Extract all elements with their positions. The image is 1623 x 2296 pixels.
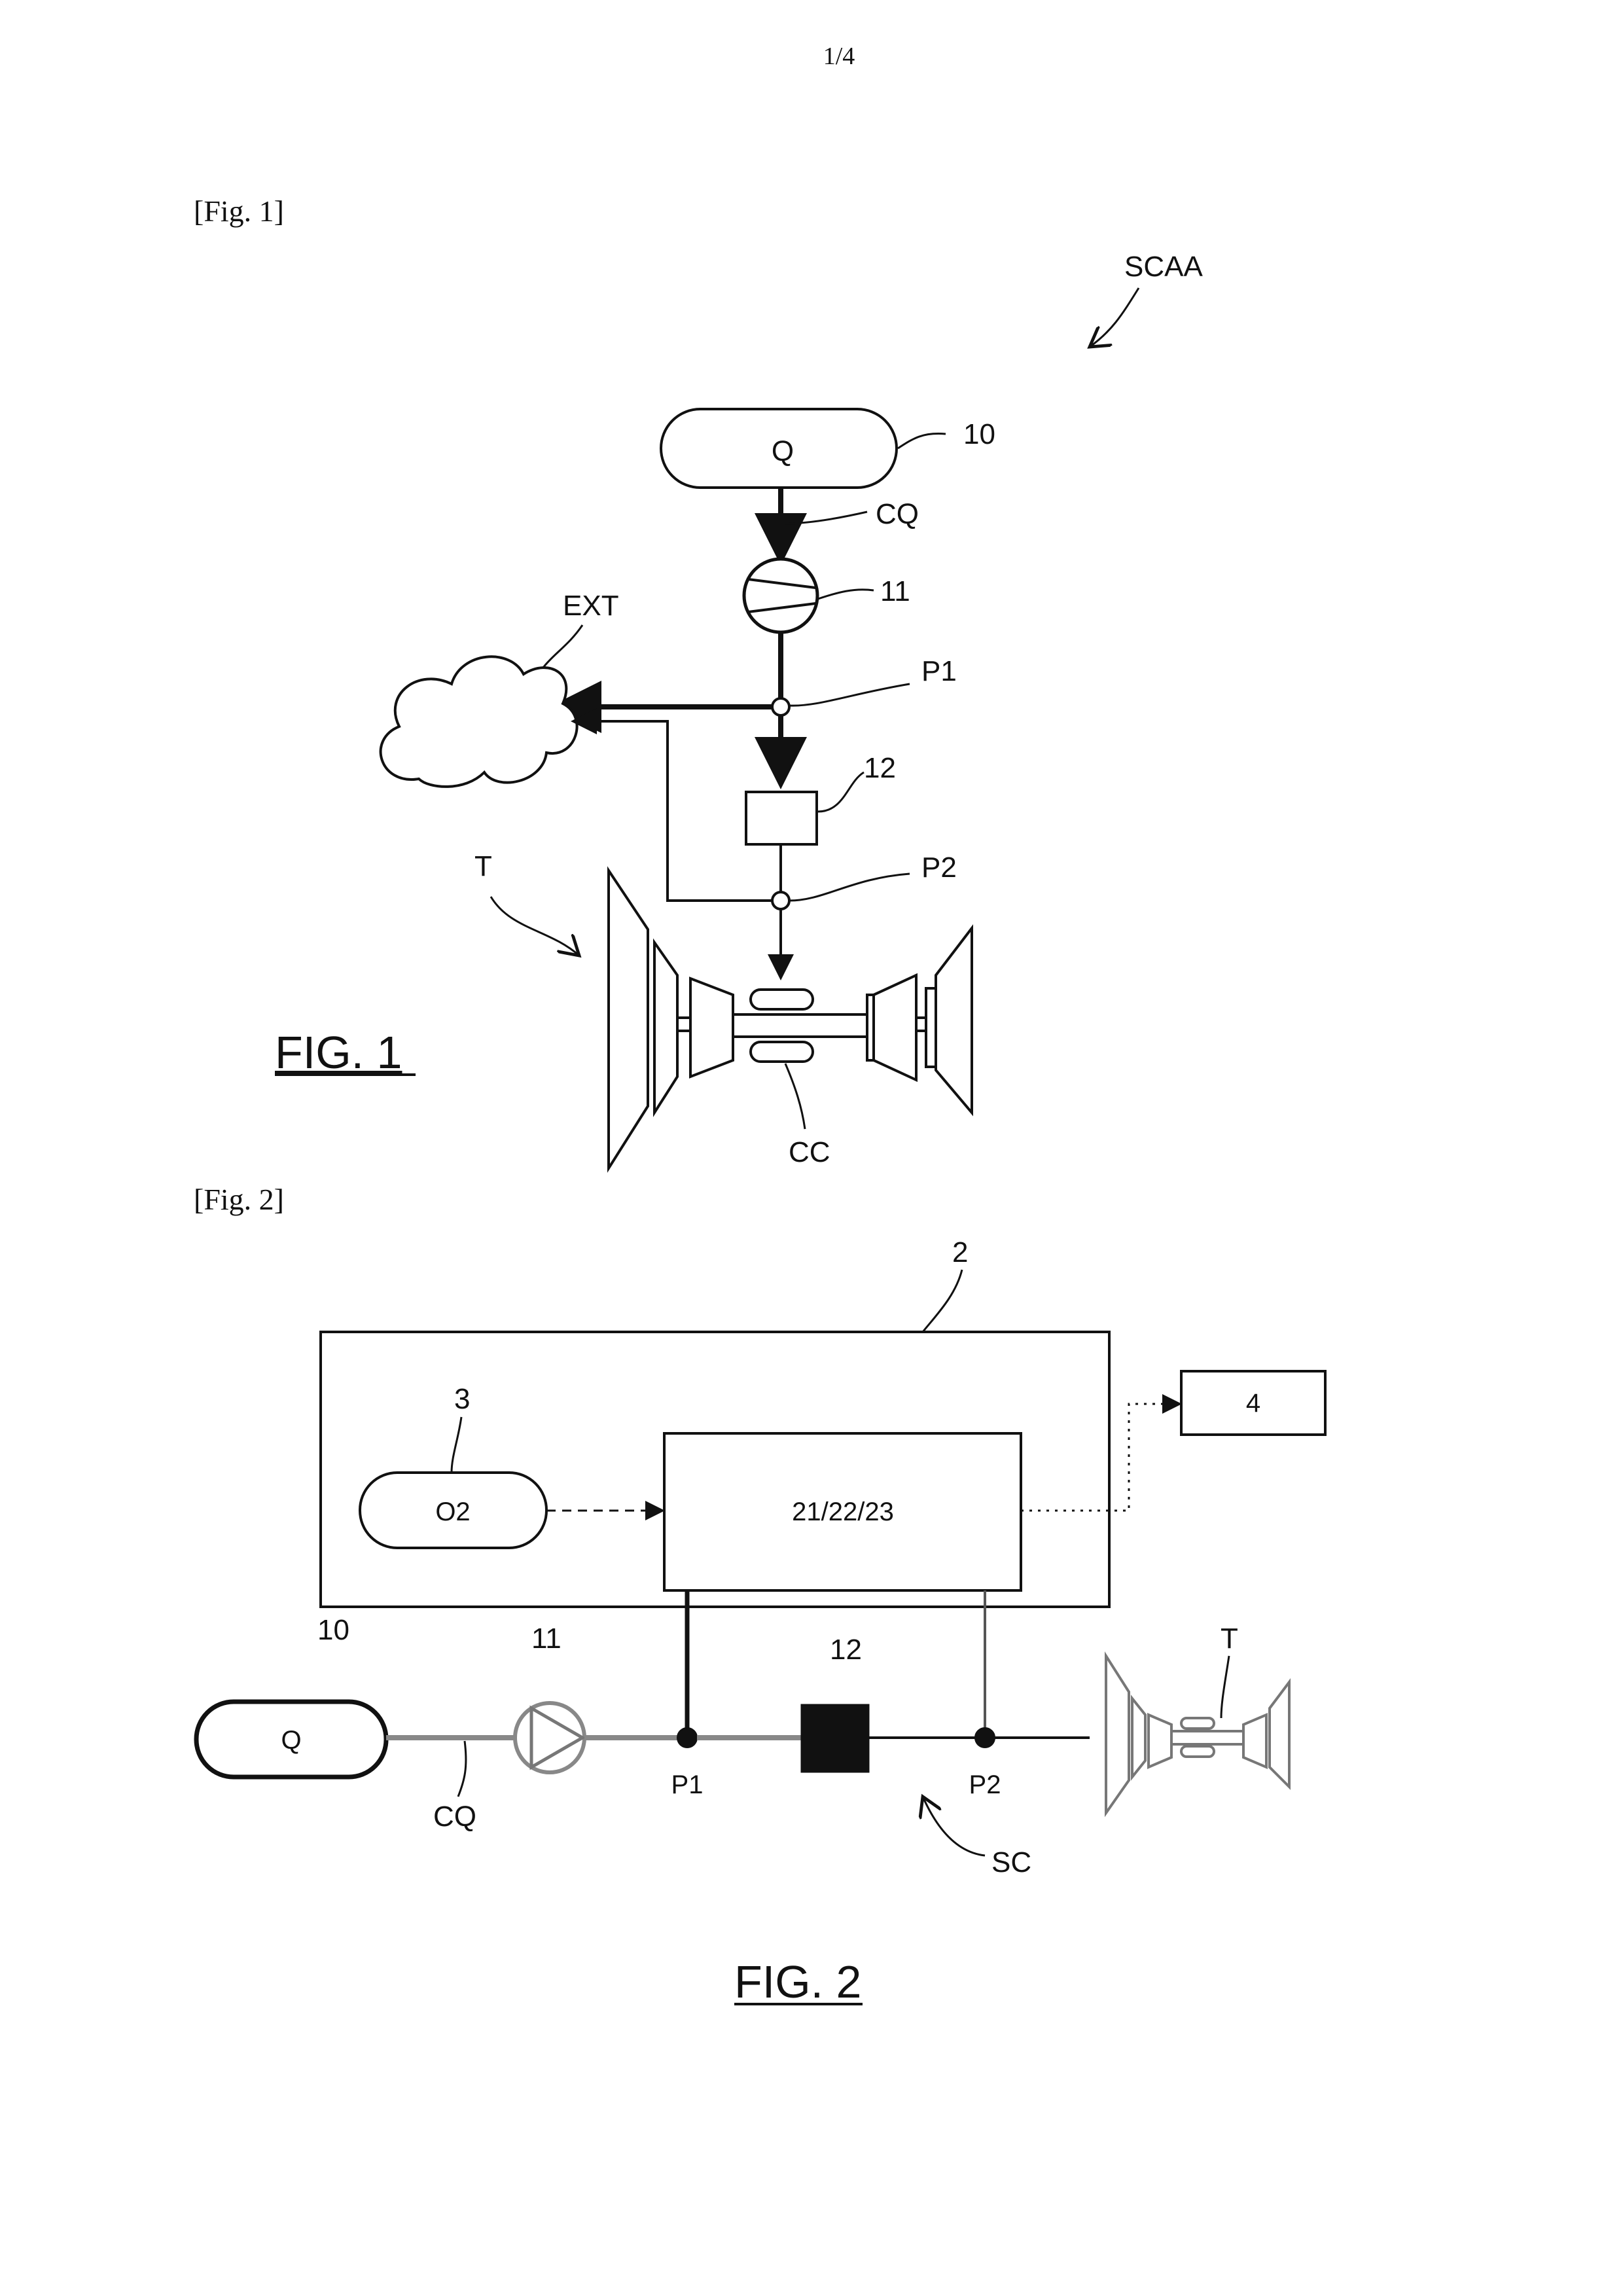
fig2-label-2: 2 (952, 1236, 968, 1268)
fig2-label-11: 11 (531, 1623, 562, 1655)
fig2-leader-2 (923, 1270, 962, 1332)
fig1-label-12: 12 (864, 752, 896, 784)
fig2-label-sc: SC (991, 1846, 1031, 1878)
fig1-label-ext: EXT (563, 590, 619, 622)
fig1-label-cq: CQ (876, 498, 919, 530)
fig1-leader-t (491, 897, 579, 956)
fig2-label-t: T (1221, 1623, 1238, 1655)
fig2-tank-q-label: Q (281, 1726, 301, 1755)
fig2-label-p1: P1 (671, 1770, 704, 1799)
fig1-leader-cc (785, 1064, 805, 1129)
fig1-label-scaa: SCAA (1124, 251, 1203, 283)
fig1-label-t: T (474, 850, 492, 882)
fig1-turbine (609, 870, 972, 1168)
fig2-heading: [Fig. 2] (194, 1183, 284, 1216)
fig2-label-10: 10 (317, 1614, 349, 1646)
fig1-heading: [Fig. 1] (194, 194, 284, 228)
fig1-component-12 (746, 792, 817, 844)
page-number: 1/4 (823, 43, 855, 70)
fig1-leader-cq (784, 512, 867, 524)
fig2-controller-label: 21/22/23 (792, 1498, 894, 1526)
fig1-line-p2-ext (576, 721, 772, 901)
fig2-leader-cq (458, 1741, 466, 1797)
fig1-caption: FIG. 1 (275, 1027, 402, 1078)
fig2-label-4: 4 (1246, 1389, 1260, 1418)
fig1-tank-q-label: Q (772, 435, 794, 467)
fig1-label-p1: P1 (921, 655, 957, 687)
fig1-leader-p1 (789, 684, 910, 706)
fig2-label-cq: CQ (433, 1801, 476, 1833)
fig1-leader-10 (898, 433, 946, 448)
fig2-caption: FIG. 2 (734, 1956, 861, 2007)
fig1-leader-p2 (789, 874, 910, 901)
fig2-leader-sc (923, 1797, 985, 1856)
fig2-component-12 (802, 1705, 868, 1772)
fig2-label-3: 3 (454, 1383, 470, 1415)
fig1-ext-cloud (381, 656, 577, 787)
fig1-node-p2 (772, 892, 789, 909)
fig2-leader-t (1221, 1656, 1229, 1718)
fig1-label-10: 10 (963, 418, 995, 450)
fig1-node-p1 (772, 698, 789, 715)
fig1-leader-11 (818, 590, 874, 599)
fig2-turbine (1106, 1656, 1289, 1813)
fig2-node-p2 (975, 1728, 995, 1748)
fig1-label-cc: CC (789, 1136, 830, 1168)
fig1-scaa-arrow (1090, 288, 1139, 347)
fig2-node-p1 (677, 1728, 697, 1748)
fig1-pump-11 (744, 559, 817, 632)
fig1-leader-ext (543, 625, 582, 668)
fig1-label-11: 11 (880, 575, 910, 607)
fig1-leader-12 (818, 772, 864, 812)
fig2-pump-11 (515, 1703, 584, 1772)
fig1-label-p2: P2 (921, 852, 957, 884)
fig2-label-12: 12 (830, 1634, 862, 1666)
fig2-label-p2: P2 (969, 1770, 1001, 1799)
fig2-oxygen-label: O2 (435, 1498, 470, 1526)
